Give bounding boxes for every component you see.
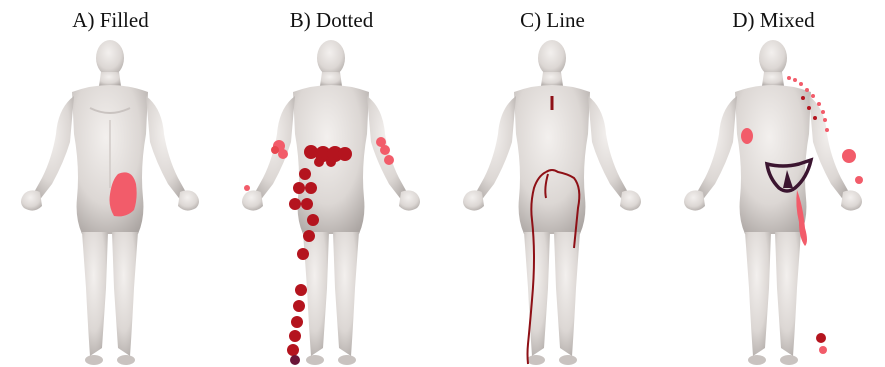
pain-dot xyxy=(299,168,311,180)
body-figure-front-male xyxy=(0,38,221,367)
pain-dot xyxy=(819,346,827,354)
pain-dot xyxy=(326,157,336,167)
pain-dot xyxy=(307,214,319,226)
pain-dot xyxy=(293,300,305,312)
pain-dot xyxy=(816,333,826,343)
pain-dot xyxy=(380,145,390,155)
pain-dot xyxy=(314,157,324,167)
pain-dot xyxy=(338,147,352,161)
panel-title: B) Dotted xyxy=(221,8,442,33)
panel-filled: A) Filled xyxy=(0,0,221,367)
pain-dot xyxy=(287,344,299,356)
pain-dot xyxy=(290,355,300,365)
pain-dot xyxy=(278,149,288,159)
pain-dot xyxy=(244,185,250,191)
pain-dot xyxy=(293,182,305,194)
panel-line: C) Line xyxy=(442,0,663,367)
panel-title: C) Line xyxy=(442,8,663,33)
panel-title: D) Mixed xyxy=(663,8,884,33)
pain-dot xyxy=(303,230,315,242)
panel-title: A) Filled xyxy=(0,8,221,33)
body-figure-back-male xyxy=(442,38,663,367)
pain-dot xyxy=(271,146,279,154)
filled-pain-area xyxy=(741,128,753,144)
pain-dot xyxy=(289,330,301,342)
body-figure-front-female xyxy=(663,38,884,367)
panel-dotted: B) Dotted xyxy=(221,0,442,367)
pain-dot xyxy=(384,155,394,165)
panel-mixed: D) Mixed xyxy=(663,0,884,367)
pain-dot xyxy=(301,198,313,210)
body-figure-back-female xyxy=(221,38,442,367)
pain-dot xyxy=(297,248,309,260)
filled-pain-area xyxy=(855,176,863,184)
pain-dot xyxy=(289,198,301,210)
pain-dot xyxy=(291,316,303,328)
filled-pain-area xyxy=(842,149,856,163)
pain-dot xyxy=(305,182,317,194)
pain-dot xyxy=(295,284,307,296)
